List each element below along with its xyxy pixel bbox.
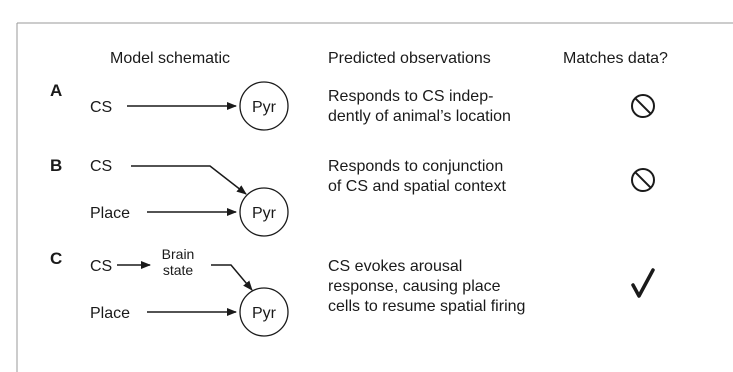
header-matches-data: Matches data?	[563, 50, 668, 67]
checkmark-icon	[631, 268, 655, 298]
input-label-place: Place	[90, 305, 130, 322]
header-model-schematic: Model schematic	[110, 50, 230, 67]
input-label-cs: CS	[90, 99, 112, 116]
row-b: B CS Place Pyr Responds to conjunction o…	[50, 156, 655, 237]
arrow-cs-to-pyr	[131, 165, 247, 195]
observation-line: response, causing place	[328, 278, 501, 295]
pyr-node-label: Pyr	[252, 99, 277, 116]
pyr-node	[239, 81, 289, 131]
observation-line: of CS and spatial context	[328, 178, 506, 195]
input-label-cs: CS	[90, 158, 112, 175]
row-a: A CS Pyr Responds to CS indep- dently of…	[50, 81, 655, 131]
input-label-cs: CS	[90, 258, 112, 275]
arrow-brain-state-to-pyr	[211, 264, 253, 291]
brain-state-label: Brain	[162, 246, 195, 262]
pyr-node	[239, 187, 289, 237]
observation-line: CS evokes arousal	[328, 258, 462, 275]
observation-line: dently of animal’s location	[328, 108, 511, 125]
row-label-b: B	[50, 156, 62, 175]
pyr-node-label: Pyr	[252, 305, 277, 322]
row-label-c: C	[50, 249, 62, 268]
pyr-node-label: Pyr	[252, 205, 277, 222]
row-label-a: A	[50, 81, 62, 100]
observation-line: Responds to CS indep-	[328, 88, 493, 105]
observation-line: Responds to conjunction	[328, 158, 503, 175]
header-predicted-observations: Predicted observations	[328, 50, 491, 67]
observation-line: cells to resume spatial firing	[328, 298, 525, 315]
prohibited-icon	[631, 94, 655, 118]
prohibited-icon	[631, 168, 655, 192]
row-c: C CS Brain state Place Pyr CS evokes aro…	[50, 246, 655, 337]
input-label-place: Place	[90, 205, 130, 222]
brain-state-label: state	[163, 262, 194, 278]
pyr-node	[239, 287, 289, 337]
